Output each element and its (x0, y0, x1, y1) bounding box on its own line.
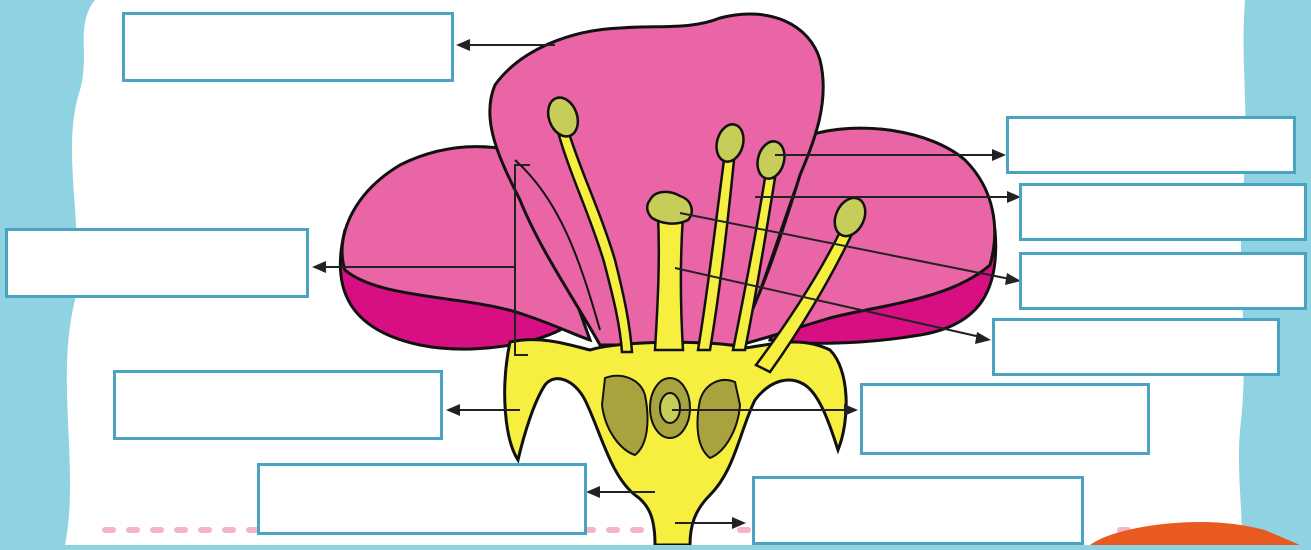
label-box-right-2[interactable] (1019, 183, 1307, 241)
label-box-right-1[interactable] (1006, 116, 1296, 174)
label-box-lower-left[interactable] (113, 370, 443, 440)
style (655, 215, 683, 350)
label-box-bottom-center[interactable] (752, 476, 1084, 545)
label-box-bottom-left[interactable] (257, 463, 587, 535)
label-box-right-4[interactable] (992, 318, 1280, 376)
label-box-mid-left[interactable] (5, 228, 309, 298)
label-box-right-center[interactable] (860, 383, 1150, 455)
label-box-top-left[interactable] (122, 12, 454, 82)
label-box-right-3[interactable] (1019, 252, 1307, 310)
